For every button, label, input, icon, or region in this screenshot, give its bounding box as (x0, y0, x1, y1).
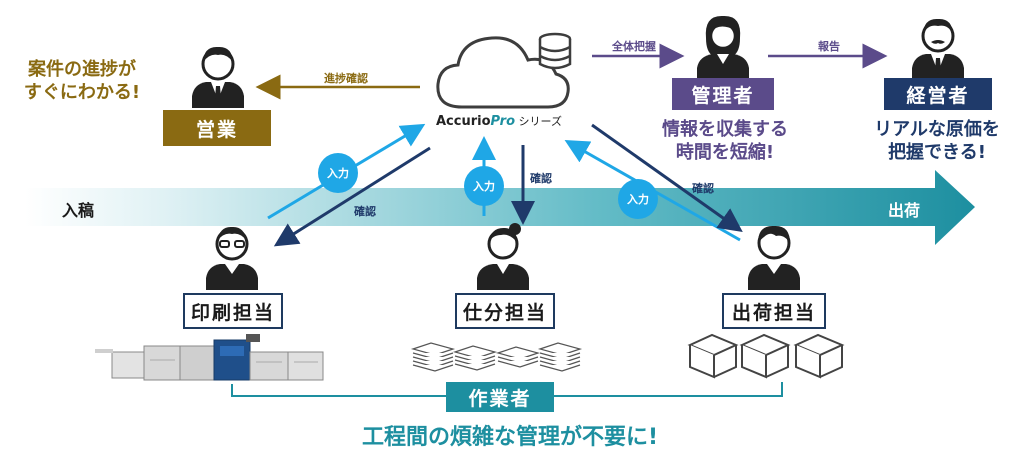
callout-progress: 案件の進捗が すぐにわかる! (12, 58, 152, 105)
callout-bottom: 工程間の煩雑な管理が不要に! (361, 425, 659, 450)
role-printing: 印刷担当 (183, 293, 283, 329)
confirm-arrow-left (273, 146, 431, 247)
label-overall: 全体把握 (612, 40, 656, 53)
shipping-boxes-icon (687, 333, 845, 379)
callout-cost: リアルな原価を 把握できる! (857, 118, 1017, 165)
callout-cost-line2: 把握できる! (888, 142, 986, 164)
role-manager: 管理者 (672, 78, 774, 110)
person-icon-finishing (477, 223, 529, 290)
confirm-arrow-right (591, 123, 743, 232)
callout-progress-line2: すぐにわかる! (23, 82, 141, 104)
callout-time-line1: 情報を収集する (662, 119, 788, 140)
paper-stacks-icon (410, 342, 583, 372)
input-badge-left: 入力 (318, 153, 358, 193)
label-confirm-left: 確認 (354, 205, 376, 218)
process-flow-arrow (25, 170, 975, 245)
role-workers: 作業者 (446, 382, 554, 412)
database-icon (538, 32, 572, 70)
callout-progress-line1: 案件の進捗が (28, 59, 136, 80)
input-badge-right: 入力 (618, 179, 658, 219)
person-icon-printing (206, 226, 258, 290)
person-icon-manager (697, 15, 749, 78)
flow-start-label: 入稿 (62, 201, 95, 220)
person-icon-shipping (748, 225, 800, 290)
role-sales: 営業 (163, 110, 271, 146)
input-badge-center: 入力 (464, 166, 504, 206)
brand-series: シリーズ (515, 115, 562, 128)
role-executive: 経営者 (884, 78, 992, 110)
accurio-pro-logo: AccurioPro シリーズ (436, 113, 562, 129)
input-arrow-right (564, 140, 741, 242)
flow-end-label: 出荷 (888, 201, 921, 220)
label-report: 報告 (818, 40, 840, 53)
cloud-icon (436, 36, 570, 109)
person-icon-sales (192, 46, 244, 108)
label-confirm-right: 確認 (692, 182, 714, 195)
callout-time: 情報を収集する 時間を短縮! (640, 118, 810, 165)
role-shipping: 出荷担当 (722, 293, 826, 329)
label-progress-check: 進捗確認 (324, 72, 368, 85)
printer-machine-icon (95, 334, 324, 381)
brand-pro: Pro (490, 114, 516, 129)
callout-cost-line1: リアルな原価を (874, 119, 1000, 140)
person-icon-executive (912, 18, 964, 80)
callout-time-line2: 時間を短縮! (675, 142, 775, 164)
role-finishing: 仕分担当 (455, 293, 555, 329)
label-confirm-center: 確認 (530, 172, 552, 185)
brand-accurio: Accurio (436, 114, 491, 129)
